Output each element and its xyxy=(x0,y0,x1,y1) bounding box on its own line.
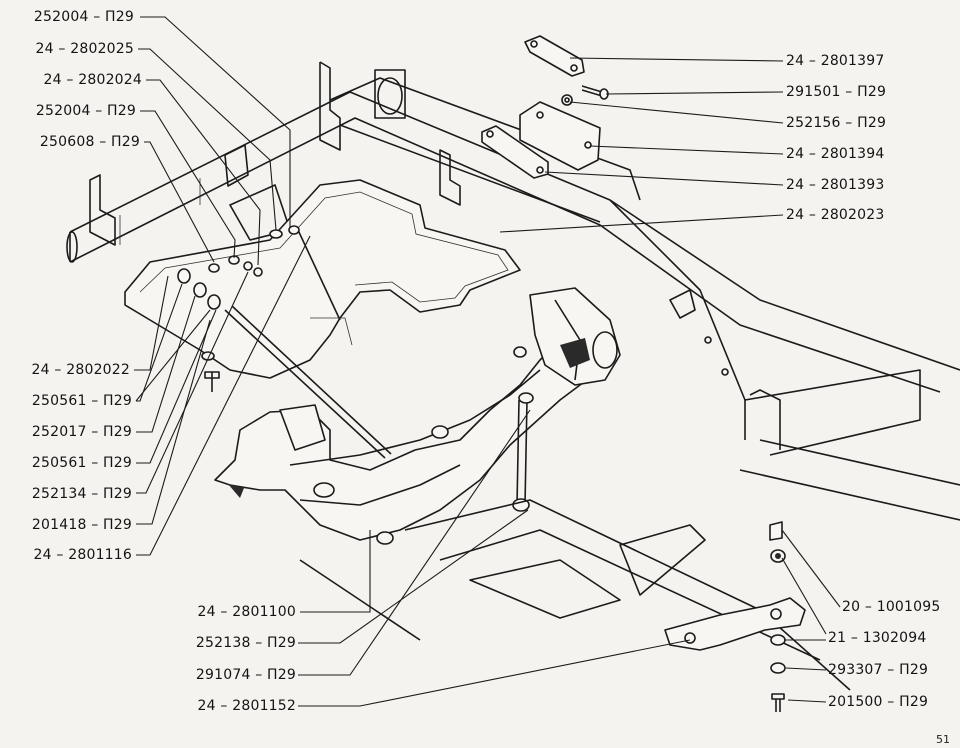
callout-201418-p29: 201418 – П29 xyxy=(31,517,132,533)
splash-panel xyxy=(124,179,521,379)
washer-252156 xyxy=(561,94,573,106)
callout-201500-p29: 201500 – П29 xyxy=(828,694,929,710)
callout-250561-p29-a: 250561 – П29 xyxy=(31,393,132,409)
frame-crossmember-rear xyxy=(329,69,641,223)
callout-24-2801100: 24 – 2801100 xyxy=(197,604,296,620)
strut-24-2801393 xyxy=(481,125,549,179)
bracket-24-2801394 xyxy=(519,101,601,171)
callout-252004-p29-b: 252004 – П29 xyxy=(35,103,136,119)
callout-24-2802022: 24 – 2802022 xyxy=(31,362,130,378)
washers-cluster xyxy=(177,225,300,392)
callout-252017-p29: 252017 – П29 xyxy=(31,424,132,440)
callout-293307-p29: 293307 – П29 xyxy=(828,662,929,678)
callout-20-1001095: 20 – 1001095 xyxy=(842,599,941,615)
callout-24-2801152: 24 – 2801152 xyxy=(197,698,296,714)
small-parts-right xyxy=(769,521,786,712)
callout-24-2802025: 24 – 2802025 xyxy=(35,41,134,57)
page-number: 51 xyxy=(936,733,950,746)
callout-24-2801394: 24 – 2801394 xyxy=(786,146,885,162)
strut-24-2801397 xyxy=(524,35,585,77)
frame-rail-right xyxy=(609,199,960,521)
callout-250561-p29-b: 250561 – П29 xyxy=(31,455,132,471)
callout-21-1302094: 21 – 1302094 xyxy=(828,630,927,646)
callout-24-2802023: 24 – 2802023 xyxy=(786,207,885,223)
callout-252004-p29-a: 252004 – П29 xyxy=(33,9,134,25)
callout-24-2801397: 24 – 2801397 xyxy=(786,53,885,69)
front-crossmember-24-2801100 xyxy=(214,287,621,545)
callout-24-2802024: 24 – 2802024 xyxy=(43,72,142,88)
callout-250608-p29: 250608 – П29 xyxy=(39,134,140,150)
leader-lines xyxy=(134,16,841,707)
callout-24-2801116: 24 – 2801116 xyxy=(33,547,132,563)
callout-252138-p29: 252138 – П29 xyxy=(195,635,296,651)
callout-252156-p29: 252156 – П29 xyxy=(786,115,887,131)
callout-291074-p29: 291074 – П29 xyxy=(195,667,296,683)
arm-24-2801152 xyxy=(664,597,806,651)
callout-291501-p29: 291501 – П29 xyxy=(786,84,887,100)
callout-252134-p29: 252134 – П29 xyxy=(31,486,132,502)
bolt-291501 xyxy=(581,85,609,100)
callout-24-2801393: 24 – 2801393 xyxy=(786,177,885,193)
